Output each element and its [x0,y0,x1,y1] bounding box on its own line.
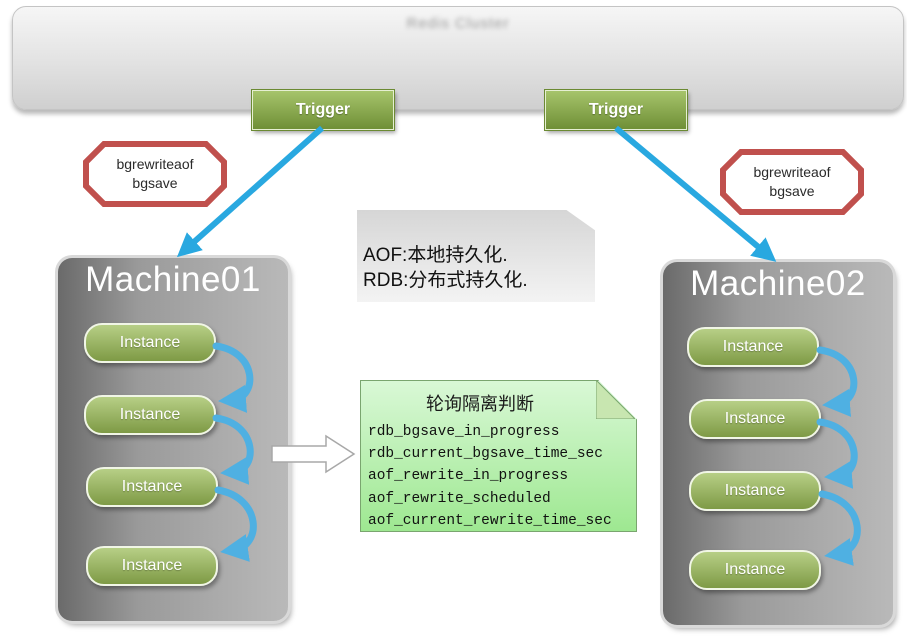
check-item: aof_current_rewrite_time_sec [368,512,612,529]
badge-command-1: bgrewriteaof [116,156,194,172]
check-item: rdb_current_bgsave_time_sec [368,446,603,463]
badge-command-2: bgsave [132,175,178,191]
command-badge-left: bgrewriteaof bgsave [82,140,228,208]
command-badge-right: bgrewriteaof bgsave [719,148,865,216]
instance-node: Instance [86,546,218,586]
polling-check-title: 轮询隔离判断 [426,394,534,414]
check-arrow-icon [271,434,356,474]
instance-node: Instance [86,467,218,507]
polling-check-note [360,380,637,532]
cluster-bar: Redis Cluster [12,6,904,110]
octagon-shape [720,149,864,215]
check-item: rdb_bgsave_in_progress [368,424,560,440]
polling-check-list: rdb_bgsave_in_progress rdb_current_bgsav… [368,421,612,532]
machine-title: Machine02 [690,264,866,303]
note-rdb-line: RDB:分布式持久化. [363,270,528,291]
cluster-bar-title: Redis Cluster [406,15,510,32]
persistence-note [357,210,595,302]
instance-flow-arrows-01 [212,342,257,562]
machine-title: Machine01 [85,260,261,299]
check-item: aof_rewrite_in_progress [368,468,569,485]
instance-flow-arrows-02 [816,346,861,566]
note-aof-line: AOF:本地持久化. [363,245,508,266]
instance-node: Instance [689,550,821,590]
instance-node: Instance [689,471,821,511]
check-item: aof_rewrite_scheduled [368,490,551,507]
note-fold-corner [596,380,635,419]
badge-command-2: bgsave [769,183,815,199]
instance-node: Instance [84,395,216,435]
instance-node: Instance [689,399,821,439]
badge-command-1: bgrewriteaof [753,164,831,180]
persistence-note-text: AOF:本地持久化. RDB:分布式持久化. [363,243,528,293]
instance-node: Instance [687,327,819,367]
trigger-box-right: Trigger [544,89,688,131]
instance-node: Instance [84,323,216,363]
octagon-shape [83,141,227,207]
trigger-arrow-right [614,125,777,262]
trigger-arrow-left [176,125,324,258]
